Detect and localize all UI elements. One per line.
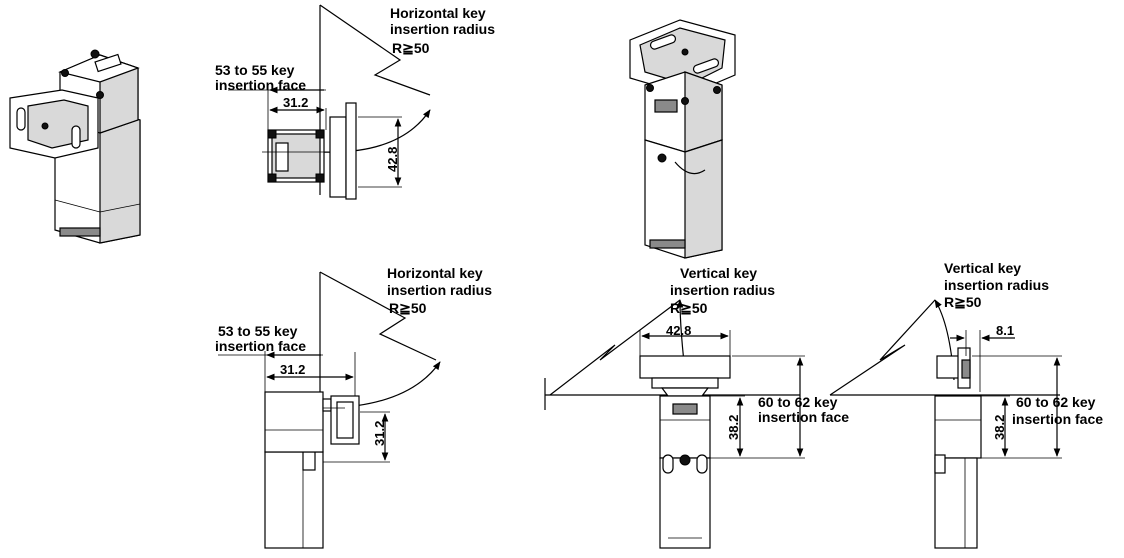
- plan-radius-label-2: insertion radius: [390, 21, 495, 37]
- plan-face-label-2: insertion face: [215, 77, 306, 93]
- side-face-label-1: 53 to 55 key: [218, 323, 298, 339]
- side-radius-label-1: Horizontal key: [387, 265, 483, 281]
- plan-dim-width: 31.2: [283, 95, 308, 110]
- front-dim-width: 42.8: [666, 323, 691, 338]
- front-radius-value: R≧50: [670, 300, 708, 316]
- iso-switch-horizontal: [9, 49, 141, 244]
- side-radius-label-2: insertion radius: [387, 282, 492, 298]
- plan-dim-height: 42.8: [385, 147, 400, 172]
- front-dim-height: 38.2: [726, 415, 741, 440]
- rside-radius-label-2: insertion radius: [944, 277, 1049, 293]
- iso-switch-vertical: [629, 19, 736, 259]
- view-front-vertical: Vertical key insertion radius R≧50 42.8 …: [544, 265, 849, 549]
- rside-radius-value: R≧50: [944, 294, 982, 310]
- view-side-horizontal: Horizontal key insertion radius R≧50 53 …: [215, 265, 492, 549]
- view-side-vertical: Vertical key insertion radius R≧50 8.1 3…: [829, 260, 1103, 549]
- side-face-label-2: insertion face: [215, 338, 306, 354]
- rside-face-label-1: 60 to 62 key: [1016, 394, 1096, 410]
- front-radius-label-1: Vertical key: [680, 265, 757, 281]
- side-radius-value: R≧50: [389, 300, 427, 316]
- rside-dim-height: 38.2: [992, 415, 1007, 440]
- rside-face-label-2: insertion face: [1012, 411, 1103, 427]
- front-face-label-2: insertion face: [758, 409, 849, 425]
- plan-radius-value: R≧50: [392, 40, 430, 56]
- side-dim-width: 31.2: [280, 362, 305, 377]
- plan-radius-label-1: Horizontal key: [390, 5, 486, 21]
- rside-radius-label-1: Vertical key: [944, 260, 1021, 276]
- plan-face-label-1: 53 to 55 key: [215, 62, 295, 78]
- rside-dim-offset: 8.1: [996, 323, 1014, 338]
- side-dim-height: 31.2: [372, 421, 387, 446]
- front-radius-label-2: insertion radius: [670, 282, 775, 298]
- view-top-plan: Horizontal key insertion radius R≧50 53 …: [215, 4, 495, 200]
- front-face-label-1: 60 to 62 key: [758, 394, 838, 410]
